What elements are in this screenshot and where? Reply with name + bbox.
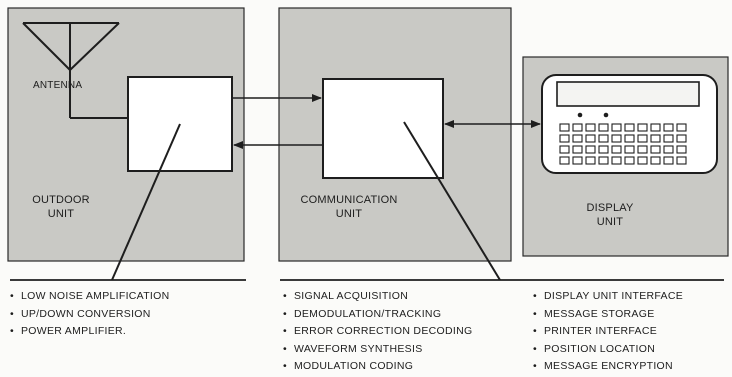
- keypad-key: [651, 135, 660, 142]
- outdoor-function-list: LOW NOISE AMPLIFICATION UP/DOWN CONVERSI…: [10, 288, 169, 341]
- communication-function-list: SIGNAL ACQUISITION DEMODULATION/TRACKING…: [283, 288, 472, 376]
- keypad-key: [560, 124, 569, 131]
- list-item: MESSAGE STORAGE: [533, 306, 683, 324]
- keypad-key: [560, 157, 569, 164]
- keypad-key: [599, 157, 608, 164]
- outdoor-unit-label-line1: OUTDOOR: [26, 193, 96, 207]
- communication-unit-label: COMMUNICATION UNIT: [296, 193, 402, 221]
- keypad-key: [651, 157, 660, 164]
- communication-unit-label-line1: COMMUNICATION: [296, 193, 402, 207]
- keypad-key: [612, 157, 621, 164]
- list-item: LOW NOISE AMPLIFICATION: [10, 288, 169, 306]
- keypad-key: [625, 157, 634, 164]
- communication-unit-label-line2: UNIT: [296, 207, 402, 221]
- keypad-key: [573, 146, 582, 153]
- keypad-key: [560, 135, 569, 142]
- keypad-key: [599, 146, 608, 153]
- keypad-key: [612, 146, 621, 153]
- keypad-key: [612, 135, 621, 142]
- keypad-key: [664, 146, 673, 153]
- keypad-key: [638, 124, 647, 131]
- keypad-key: [599, 135, 608, 142]
- display-unit-label: DISPLAY UNIT: [575, 201, 645, 229]
- keypad-key: [599, 124, 608, 131]
- keypad-key: [638, 135, 647, 142]
- list-item: POSITION LOCATION: [533, 341, 683, 359]
- keypad-key: [651, 146, 660, 153]
- keypad-key: [586, 135, 595, 142]
- keypad-key: [573, 124, 582, 131]
- keypad-key: [586, 157, 595, 164]
- display-unit-label-line2: UNIT: [575, 215, 645, 229]
- display-unit-label-line1: DISPLAY: [575, 201, 645, 215]
- keypad-key: [625, 146, 634, 153]
- display-function-list: DISPLAY UNIT INTERFACE MESSAGE STORAGE P…: [533, 288, 683, 376]
- list-item: ERROR CORRECTION DECODING: [283, 323, 472, 341]
- list-item: MODULATION CODING: [283, 358, 472, 376]
- display-terminal-icon: [542, 75, 717, 173]
- outdoor-unit-label: OUTDOOR UNIT: [26, 193, 96, 221]
- keypad-key: [573, 135, 582, 142]
- outdoor-unit-label-line2: UNIT: [26, 207, 96, 221]
- keypad-key: [638, 146, 647, 153]
- keypad-key: [664, 157, 673, 164]
- keypad-key: [677, 124, 686, 131]
- keypad-key: [677, 135, 686, 142]
- keypad-key: [586, 124, 595, 131]
- keypad-key: [586, 146, 595, 153]
- list-item: DEMODULATION/TRACKING: [283, 306, 472, 324]
- list-item: PRINTER INTERFACE: [533, 323, 683, 341]
- list-item: DISPLAY UNIT INTERFACE: [533, 288, 683, 306]
- keypad-key: [677, 157, 686, 164]
- list-item: POWER AMPLIFIER.: [10, 323, 169, 341]
- communication-unit-box: [323, 79, 443, 178]
- list-item: SIGNAL ACQUISITION: [283, 288, 472, 306]
- keypad-key: [651, 124, 660, 131]
- keypad-key: [625, 124, 634, 131]
- keypad-key: [664, 135, 673, 142]
- antenna-label: ANTENNA: [33, 79, 82, 93]
- keypad-key: [560, 146, 569, 153]
- list-item: WAVEFORM SYNTHESIS: [283, 341, 472, 359]
- list-item: MESSAGE ENCRYPTION: [533, 358, 683, 376]
- keypad-key: [664, 124, 673, 131]
- keypad-key: [677, 146, 686, 153]
- list-item: UP/DOWN CONVERSION: [10, 306, 169, 324]
- keypad-key: [625, 135, 634, 142]
- keypad-key: [638, 157, 647, 164]
- keypad-key: [573, 157, 582, 164]
- keypad-key: [612, 124, 621, 131]
